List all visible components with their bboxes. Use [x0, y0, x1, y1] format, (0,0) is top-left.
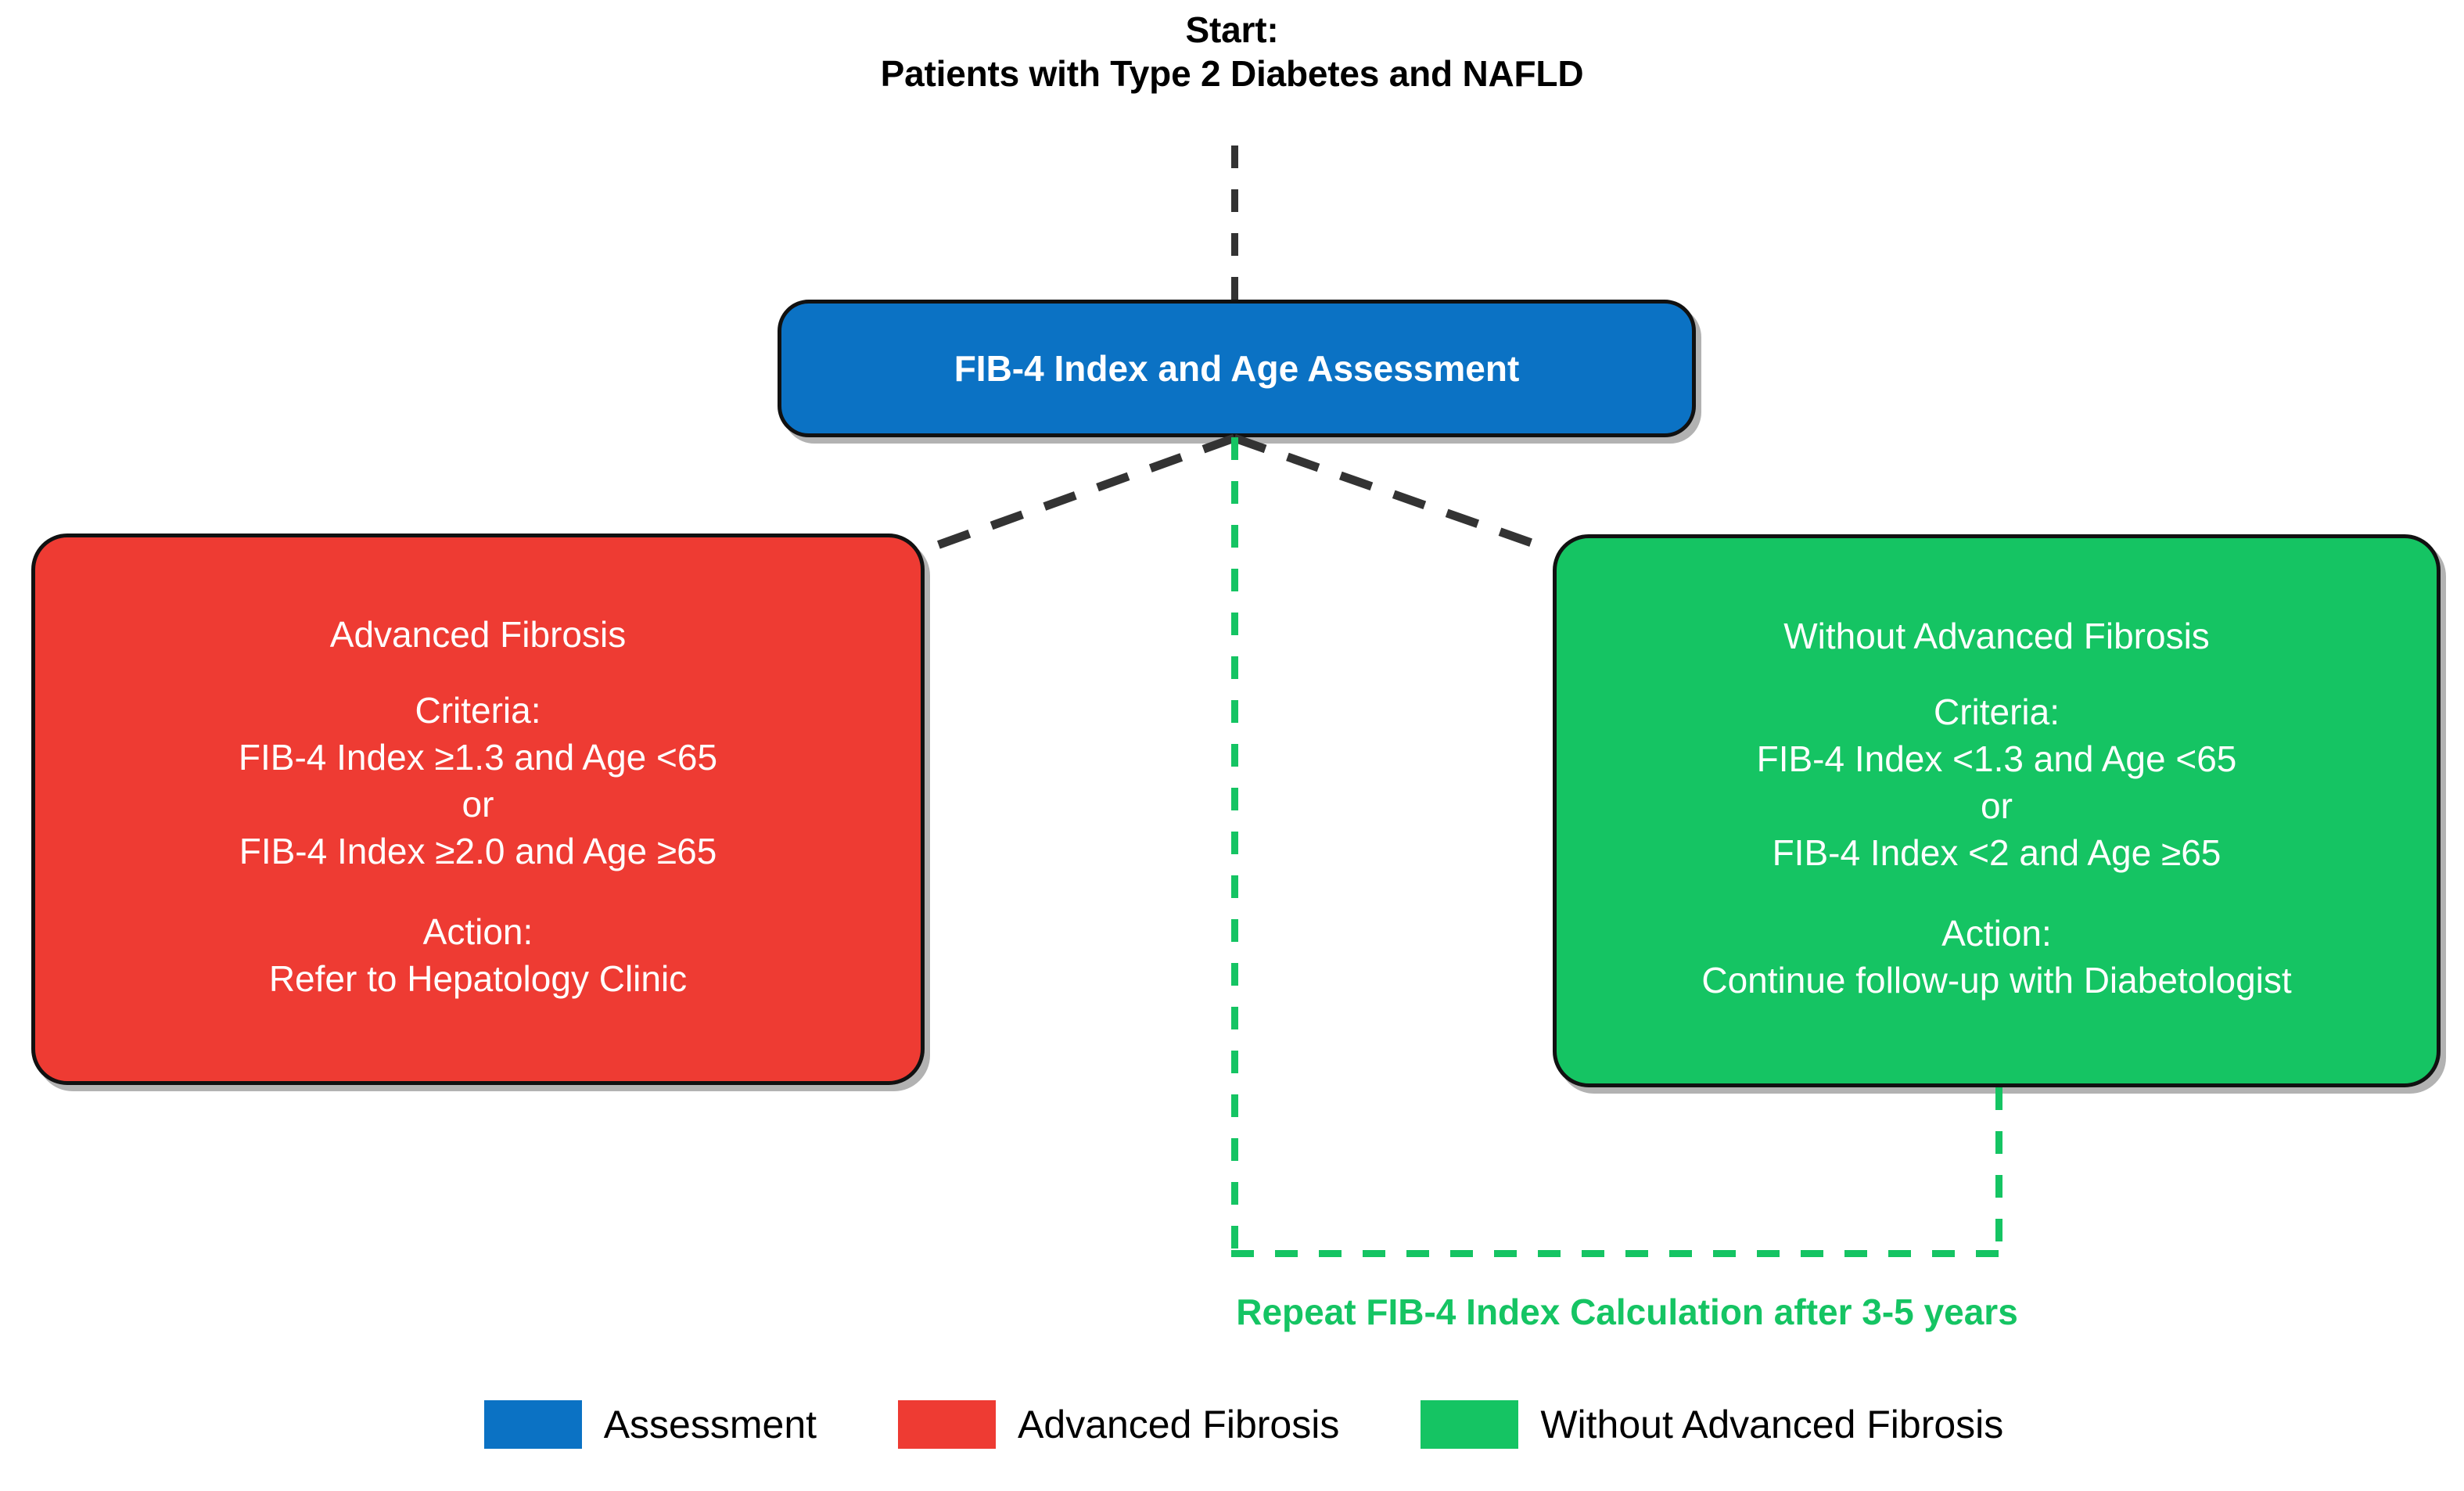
node-assessment[interactable]: FIB-4 Index and Age Assessment: [778, 300, 1696, 437]
legend-item-advanced-fibrosis: Advanced Fibrosis: [898, 1400, 1339, 1449]
connector-title-to-assessment: [1231, 146, 1238, 300]
page-title: Start: Patients with Type 2 Diabetes and…: [0, 8, 2464, 95]
node-without-advanced-fibrosis-action: Action: Continue follow-up with Diabetol…: [1701, 911, 2291, 1004]
legend-swatch-advanced-fibrosis: [898, 1400, 997, 1449]
criteria-label: Criteria:: [415, 690, 541, 731]
node-advanced-fibrosis-heading: Advanced Fibrosis: [329, 613, 627, 655]
node-without-advanced-fibrosis-criteria: Criteria: FIB-4 Index <1.3 and Age <65 o…: [1757, 689, 2237, 876]
legend-swatch-assessment: [483, 1400, 582, 1449]
criteria-line-2: FIB-4 Index ≥2.0 and Age ≥65: [239, 830, 717, 871]
connector-branch-right: [1233, 433, 1546, 552]
node-advanced-fibrosis-criteria: Criteria: FIB-4 Index ≥1.3 and Age <65 o…: [239, 688, 717, 875]
node-without-advanced-fibrosis[interactable]: Without Advanced Fibrosis Criteria: FIB-…: [1553, 534, 2441, 1087]
legend-label-assessment: Assessment: [603, 1403, 817, 1446]
criteria-or: or: [1981, 785, 2013, 826]
legend-label-without-advanced-fibrosis: Without Advanced Fibrosis: [1540, 1403, 2004, 1446]
connector-feedback-horizontal: [1231, 1250, 2002, 1257]
criteria-label: Criteria:: [1933, 692, 2060, 733]
action-text: Continue follow-up with Diabetologist: [1701, 960, 2292, 1001]
legend-label-advanced-fibrosis: Advanced Fibrosis: [1018, 1403, 1340, 1446]
criteria-line-1: FIB-4 Index <1.3 and Age <65: [1756, 738, 2237, 780]
legend-swatch-without-advanced-fibrosis: [1421, 1400, 1519, 1449]
node-advanced-fibrosis[interactable]: Advanced Fibrosis Criteria: FIB-4 Index …: [31, 534, 925, 1085]
criteria-line-1: FIB-4 Index ≥1.3 and Age <65: [238, 737, 718, 778]
node-assessment-label: FIB-4 Index and Age Assessment: [954, 347, 1520, 389]
node-advanced-fibrosis-action: Action: Refer to Hepatology Clinic: [269, 909, 687, 1003]
legend: Assessment Advanced Fibrosis Without Adv…: [0, 1400, 2464, 1449]
criteria-line-2: FIB-4 Index <2 and Age ≥65: [1772, 832, 2222, 873]
connector-assessment-down: [1231, 437, 1238, 1257]
legend-item-without-advanced-fibrosis: Without Advanced Fibrosis: [1421, 1400, 2003, 1449]
node-without-advanced-fibrosis-heading: Without Advanced Fibrosis: [1783, 615, 2210, 656]
repeat-interval-note: Repeat FIB-4 Index Calculation after 3-5…: [1236, 1292, 2018, 1332]
action-label: Action:: [422, 911, 533, 953]
connector-branch-left: [929, 433, 1236, 552]
criteria-or: or: [462, 783, 494, 825]
action-text: Refer to Hepatology Clinic: [268, 958, 688, 1000]
connector-feedback-right-vertical: [1995, 1087, 2002, 1256]
start-title-line-2: Patients with Type 2 Diabetes and NAFLD: [880, 53, 1584, 95]
action-label: Action:: [1941, 913, 2052, 954]
legend-item-assessment: Assessment: [483, 1400, 817, 1449]
start-title-line-1: Start:: [1185, 9, 1279, 50]
